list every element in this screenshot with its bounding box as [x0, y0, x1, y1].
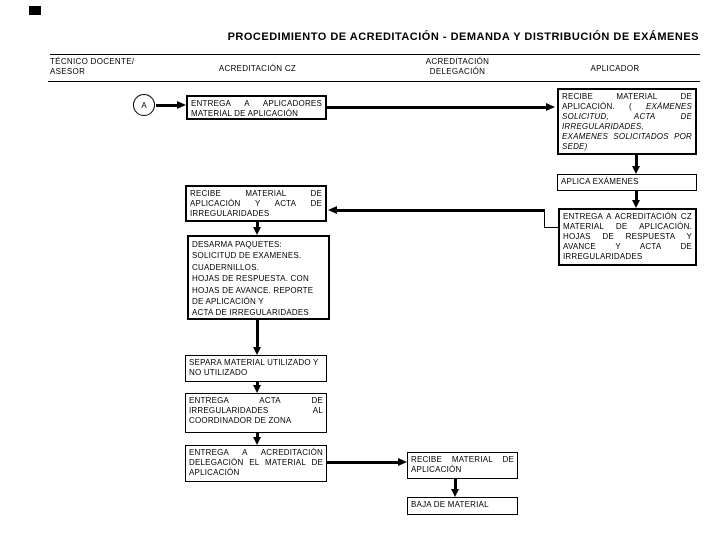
- arrow-entrega-cz-to-recibe-cz-line: [337, 209, 545, 212]
- box-recibe-material-aplicador-italic-text: EXÁMENES SOLICITUD, ACTA DE IRREGULARIDA…: [562, 102, 692, 151]
- box-entrega-aplicadores: ENTREGA A APLICADORES MATERIAL DE APLICA…: [186, 95, 327, 120]
- box-entrega-acta: ENTREGA ACTA DE IRREGULARIDADES AL COORD…: [185, 393, 327, 433]
- arrow-delegacion-to-recibe-head: [398, 458, 407, 466]
- elbow-connector-bottom-line: [545, 227, 558, 228]
- column-header-tecnico-docente: TÉCNICO DOCENTE/ ASESOR: [50, 57, 135, 76]
- arrow-separa-to-acta-head: [253, 385, 261, 393]
- arrow-recibe-to-aplica-head: [632, 166, 640, 174]
- box-separa-material: SEPARA MATERIAL UTILIZADO Y NO UTILIZADO: [185, 355, 327, 382]
- box-baja-material: BAJA DE MATERIAL: [407, 497, 518, 515]
- box-desarma-paquetes: DESARMA PAQUETES: SOLICITUD DE EXAMENES.…: [187, 235, 330, 320]
- arrow-recibe-cz-to-desarma-head: [253, 227, 261, 235]
- arrow-desarma-to-separa-line: [256, 320, 259, 348]
- box-entrega-delegacion: ENTREGA A ACREDITACIÓN DELEGACIÓN EL MAT…: [185, 445, 327, 482]
- elbow-connector-vertical-line: [544, 210, 545, 228]
- arrow-aplica-to-entrega-cz-head: [632, 200, 640, 208]
- connector-a-label: A: [141, 100, 147, 110]
- arrow-entrega-to-recibe-head: [546, 103, 555, 111]
- arrow-entrega-cz-to-recibe-cz-head: [328, 206, 337, 214]
- column-header-acreditacion-delegacion: ACREDITACIÓN DELEGACIÓN: [425, 57, 490, 76]
- title-divider: [50, 54, 700, 55]
- column-header-aplicador: APLICADOR: [590, 64, 640, 73]
- box-aplica-examenes: APLICA EXÁMENES: [557, 174, 697, 191]
- arrow-a-to-entrega-head: [177, 100, 186, 109]
- box-recibe-material-aplicador-text: RECIBE MATERIAL DE APLICACIÓN. (: [562, 92, 692, 111]
- arrow-recibe-cz-to-desarma-line: [256, 222, 259, 229]
- arrow-acta-to-delegacion-line: [256, 433, 259, 438]
- arrow-aplica-to-entrega-cz-line: [635, 191, 638, 201]
- arrow-a-to-entrega-line: [156, 103, 180, 107]
- box-recibe-material-cz: RECIBE MATERIAL DE APLICACIÓN Y ACTA DE …: [185, 185, 327, 222]
- arrow-delegacion-to-recibe-line: [327, 461, 399, 464]
- header-divider: [48, 81, 700, 82]
- corner-mark: [29, 6, 41, 15]
- box-recibe-material-aplicador: RECIBE MATERIAL DE APLICACIÓN. ( EXÁMENE…: [557, 88, 697, 155]
- arrow-acta-to-delegacion-head: [253, 437, 261, 445]
- arrow-separa-to-acta-line: [256, 382, 259, 387]
- arrow-desarma-to-separa-head: [253, 347, 261, 355]
- box-recibe-material-delegacion: RECIBE MATERIAL DE APLICACIÓN: [407, 452, 518, 479]
- connector-a-circle: A: [133, 94, 155, 116]
- column-header-acreditacion-cz: ACREDITACIÓN CZ: [218, 64, 297, 73]
- arrow-recibe-to-baja-head: [451, 489, 459, 497]
- arrow-entrega-to-recibe-line: [327, 106, 546, 109]
- page-title: PROCEDIMIENTO DE ACREDITACIÓN - DEMANDA …: [227, 31, 699, 43]
- box-entrega-acreditacion-cz: ENTREGA A ACREDITACIÓN CZ MATERIAL DE AP…: [558, 208, 697, 266]
- arrow-recibe-to-aplica-line: [635, 155, 638, 168]
- arrow-recibe-to-baja-line: [454, 479, 457, 491]
